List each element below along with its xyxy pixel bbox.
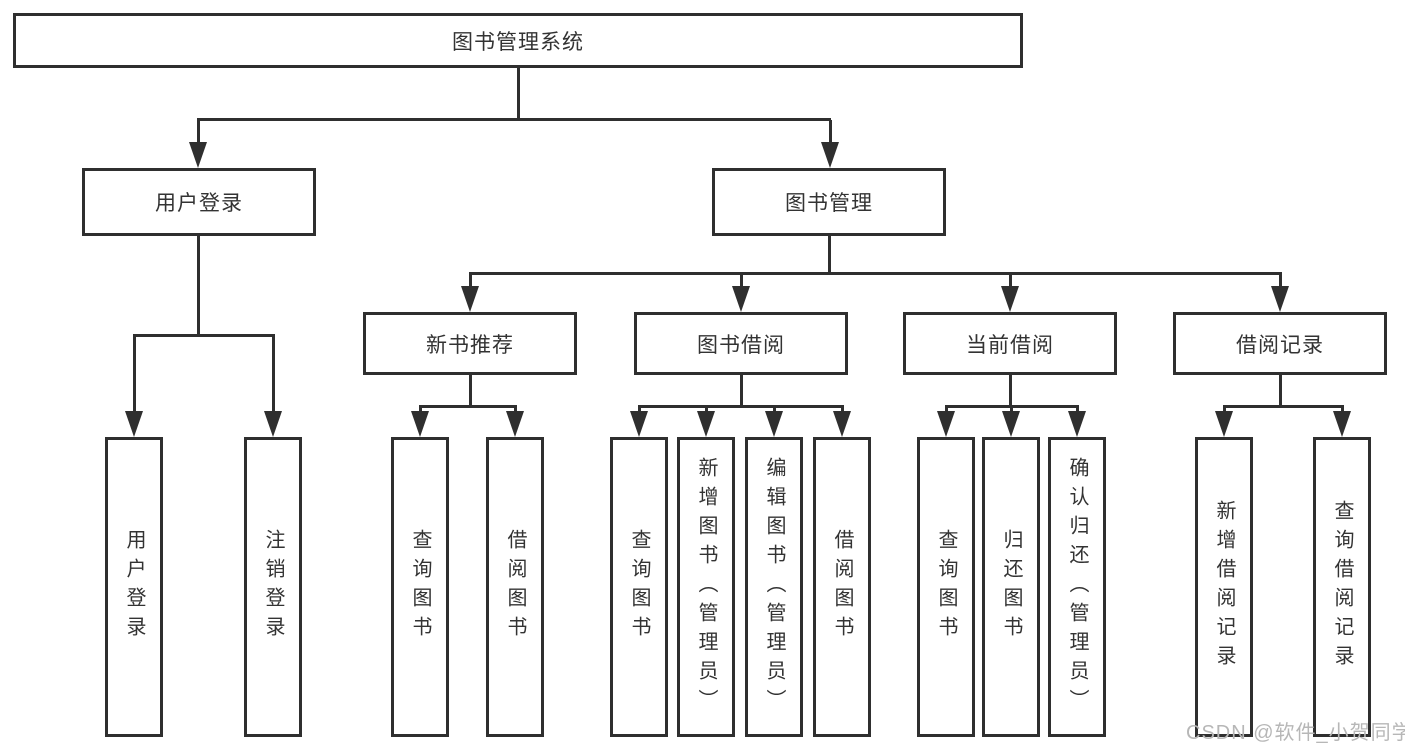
connector-vline bbox=[1009, 375, 1012, 407]
arrow-down-icon bbox=[1271, 286, 1289, 312]
arrow-down-icon bbox=[937, 411, 955, 437]
leaf-logout-label: 注销登录 bbox=[262, 529, 284, 645]
leaf-borrow-query: 查询图书 bbox=[610, 437, 668, 737]
connector-hline bbox=[419, 405, 517, 408]
leaf-borrow-edit-admin: 编辑图书（管理员） bbox=[745, 437, 803, 737]
arrow-down-icon bbox=[697, 411, 715, 437]
arrow-down-icon bbox=[1001, 286, 1019, 312]
node-current-borrow: 当前借阅 bbox=[903, 312, 1117, 375]
arrow-down-icon bbox=[189, 142, 207, 168]
node-borrow-records: 借阅记录 bbox=[1173, 312, 1387, 375]
arrow-down-icon bbox=[821, 142, 839, 168]
arrow-down-icon bbox=[765, 411, 783, 437]
leaf-borrow-edit-admin-label: 编辑图书（管理员） bbox=[763, 456, 785, 718]
leaf-newbook-query: 查询图书 bbox=[391, 437, 449, 737]
connector-vline bbox=[197, 120, 200, 148]
arrow-down-icon bbox=[1333, 411, 1351, 437]
leaf-borrow-add-admin: 新增图书（管理员） bbox=[677, 437, 735, 737]
leaf-logout: 注销登录 bbox=[244, 437, 302, 737]
arrow-down-icon bbox=[1068, 411, 1086, 437]
arrow-down-icon bbox=[125, 411, 143, 437]
node-new-book-recommend-label: 新书推荐 bbox=[426, 333, 514, 357]
arrow-down-icon bbox=[264, 411, 282, 437]
leaf-current-return: 归还图书 bbox=[982, 437, 1040, 737]
connector-vline bbox=[829, 120, 832, 148]
watermark: CSDN @软件_小贺同学 bbox=[1186, 722, 1405, 744]
arrow-down-icon bbox=[411, 411, 429, 437]
node-user-login-label: 用户登录 bbox=[155, 192, 243, 215]
connector-hline bbox=[638, 405, 844, 408]
node-user-login: 用户登录 bbox=[82, 168, 316, 236]
leaf-borrow-borrow-label: 借阅图书 bbox=[831, 529, 853, 645]
node-current-borrow-label: 当前借阅 bbox=[966, 333, 1054, 357]
leaf-records-query: 查询借阅记录 bbox=[1313, 437, 1371, 737]
connector-vline bbox=[272, 336, 275, 417]
leaf-records-query-label: 查询借阅记录 bbox=[1331, 500, 1353, 674]
connector-vline bbox=[828, 236, 831, 274]
arrow-down-icon bbox=[461, 286, 479, 312]
arrow-down-icon bbox=[833, 411, 851, 437]
connector-hline bbox=[133, 334, 275, 337]
leaf-records-add-label: 新增借阅记录 bbox=[1213, 500, 1235, 674]
arrow-down-icon bbox=[630, 411, 648, 437]
leaf-borrow-borrow: 借阅图书 bbox=[813, 437, 871, 737]
connector-vline bbox=[1009, 274, 1012, 292]
leaf-newbook-borrow: 借阅图书 bbox=[486, 437, 544, 737]
node-book-management-label: 图书管理 bbox=[785, 192, 873, 215]
connector-vline bbox=[740, 274, 743, 292]
connector-vline bbox=[740, 375, 743, 407]
node-book-borrow-label: 图书借阅 bbox=[697, 333, 785, 357]
connector-hline bbox=[945, 405, 1079, 408]
leaf-borrow-add-admin-label: 新增图书（管理员） bbox=[695, 456, 717, 718]
leaf-borrow-query-label: 查询图书 bbox=[628, 529, 650, 645]
node-book-borrow: 图书借阅 bbox=[634, 312, 848, 375]
node-root: 图书管理系统 bbox=[13, 13, 1023, 68]
leaf-newbook-borrow-label: 借阅图书 bbox=[504, 529, 526, 645]
arrow-down-icon bbox=[1002, 411, 1020, 437]
connector-vline bbox=[469, 274, 472, 292]
arrow-down-icon bbox=[506, 411, 524, 437]
leaf-current-query-label: 查询图书 bbox=[935, 529, 957, 645]
connector-vline bbox=[1279, 375, 1282, 407]
leaf-user-login-label: 用户登录 bbox=[123, 529, 145, 645]
arrow-down-icon bbox=[732, 286, 750, 312]
connector-vline bbox=[517, 68, 520, 120]
node-book-management: 图书管理 bbox=[712, 168, 946, 236]
leaf-current-return-label: 归还图书 bbox=[1000, 529, 1022, 645]
node-borrow-records-label: 借阅记录 bbox=[1236, 333, 1324, 357]
connector-hline bbox=[469, 272, 1282, 275]
connector-vline bbox=[197, 236, 200, 337]
arrow-down-icon bbox=[1215, 411, 1233, 437]
connector-hline bbox=[197, 118, 831, 121]
leaf-user-login: 用户登录 bbox=[105, 437, 163, 737]
connector-hline bbox=[1223, 405, 1344, 408]
leaf-records-add: 新增借阅记录 bbox=[1195, 437, 1253, 737]
connector-vline bbox=[133, 336, 136, 417]
connector-vline bbox=[469, 375, 472, 407]
leaf-current-confirm-admin: 确认归还（管理员） bbox=[1048, 437, 1106, 737]
node-root-label: 图书管理系统 bbox=[452, 30, 584, 54]
connector-vline bbox=[1279, 274, 1282, 292]
node-new-book-recommend: 新书推荐 bbox=[363, 312, 577, 375]
leaf-newbook-query-label: 查询图书 bbox=[409, 529, 431, 645]
leaf-current-confirm-admin-label: 确认归还（管理员） bbox=[1066, 456, 1088, 718]
leaf-current-query: 查询图书 bbox=[917, 437, 975, 737]
